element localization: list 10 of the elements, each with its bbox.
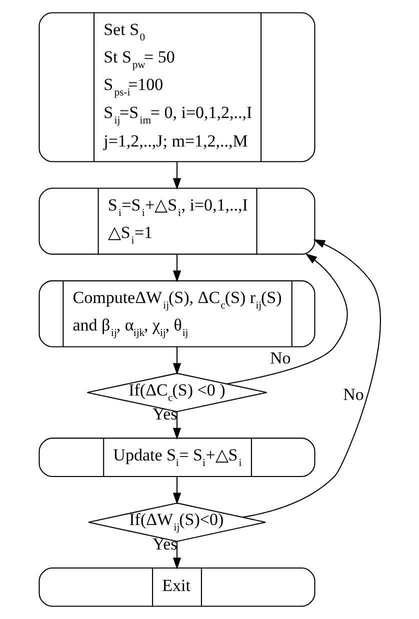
arrow — [242, 239, 380, 518]
arrow — [226, 253, 348, 384]
edge-label: No — [342, 385, 364, 404]
arrow — [172, 346, 181, 375]
arrow — [172, 412, 181, 440]
edge-label: No — [269, 348, 290, 368]
arrow — [172, 541, 181, 570]
arrow — [172, 162, 181, 190]
arrow — [172, 254, 181, 282]
arrow — [172, 476, 181, 504]
